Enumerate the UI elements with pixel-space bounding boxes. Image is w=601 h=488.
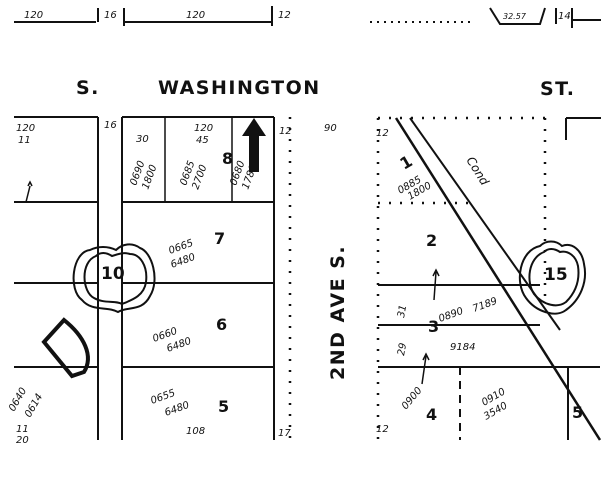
left-bottom-dim-b: 20 bbox=[16, 435, 29, 446]
left-block-lines bbox=[14, 116, 275, 440]
left-bottom-right-dim: 17 bbox=[278, 428, 291, 439]
left-edge-dim: 120 bbox=[16, 123, 35, 134]
left-bottom-dim-a: 11 bbox=[16, 424, 29, 435]
lot5-note: 6480 bbox=[163, 400, 191, 419]
top-dim-2: 16 bbox=[104, 10, 117, 21]
lot-number-1: 1 bbox=[397, 151, 416, 173]
lot8-note: 45 bbox=[196, 135, 209, 146]
top-dim-4: 12 bbox=[278, 10, 291, 21]
block-circle-15 bbox=[518, 240, 586, 315]
top-dim-6: 14 bbox=[558, 11, 571, 22]
r-lot3-note: 7189 bbox=[471, 296, 499, 315]
r-lot3-note: 0890 bbox=[437, 306, 465, 325]
lot-number-3: 3 bbox=[428, 317, 439, 336]
alley-dim: 16 bbox=[104, 120, 117, 131]
block-circle-10 bbox=[72, 243, 156, 314]
lot-number-2: 2 bbox=[426, 231, 437, 250]
arrow-mark-icon bbox=[421, 352, 430, 385]
lot8-note: 30 bbox=[136, 134, 149, 145]
r-lot4-note: 0900 bbox=[400, 385, 425, 412]
lot-number-5-right: 5 bbox=[572, 403, 583, 422]
lot5-note: 0655 bbox=[149, 388, 177, 407]
right-top-dim: 90 bbox=[324, 123, 337, 134]
lot5-note: 108 bbox=[186, 426, 205, 437]
right-bottom-dim: 12 bbox=[376, 424, 389, 435]
left-edge-sub: 11 bbox=[18, 135, 31, 146]
lot8-note: 120 bbox=[194, 123, 213, 134]
top-dim-3: 120 bbox=[186, 10, 205, 21]
right-left-dim: 12 bbox=[376, 128, 389, 139]
street-washington-name: WASHINGTON bbox=[158, 77, 321, 99]
north-arrow-icon bbox=[242, 118, 266, 172]
lot-number-4: 4 bbox=[426, 405, 437, 424]
block-number-10: 10 bbox=[101, 264, 125, 284]
lot-number-5: 5 bbox=[218, 397, 229, 416]
top-dim-1: 120 bbox=[24, 10, 43, 21]
top-dim-5: 32.57 bbox=[503, 12, 527, 21]
lot-number-7: 7 bbox=[214, 229, 225, 248]
lot-number-8: 8 bbox=[222, 149, 233, 168]
r-lot3-note: 31 bbox=[396, 304, 409, 318]
top-block-edge bbox=[14, 6, 601, 28]
left-block-right-dim: 12 bbox=[279, 126, 292, 137]
r-lot4-note: 9184 bbox=[450, 342, 475, 353]
block-number-15: 15 bbox=[544, 265, 568, 285]
street-washington-suffix: ST. bbox=[540, 78, 575, 100]
condo-label: Cond bbox=[463, 154, 491, 188]
street-washington-prefix: S. bbox=[76, 77, 100, 99]
r-lot4-note: 29 bbox=[396, 342, 409, 356]
d-symbol-icon bbox=[41, 317, 90, 379]
arrow-mark-icon bbox=[432, 268, 440, 301]
street-second-ave: 2ND AVE S. bbox=[327, 245, 349, 380]
arrow-mark-icon bbox=[25, 180, 33, 203]
lot-number-6: 6 bbox=[216, 315, 227, 334]
